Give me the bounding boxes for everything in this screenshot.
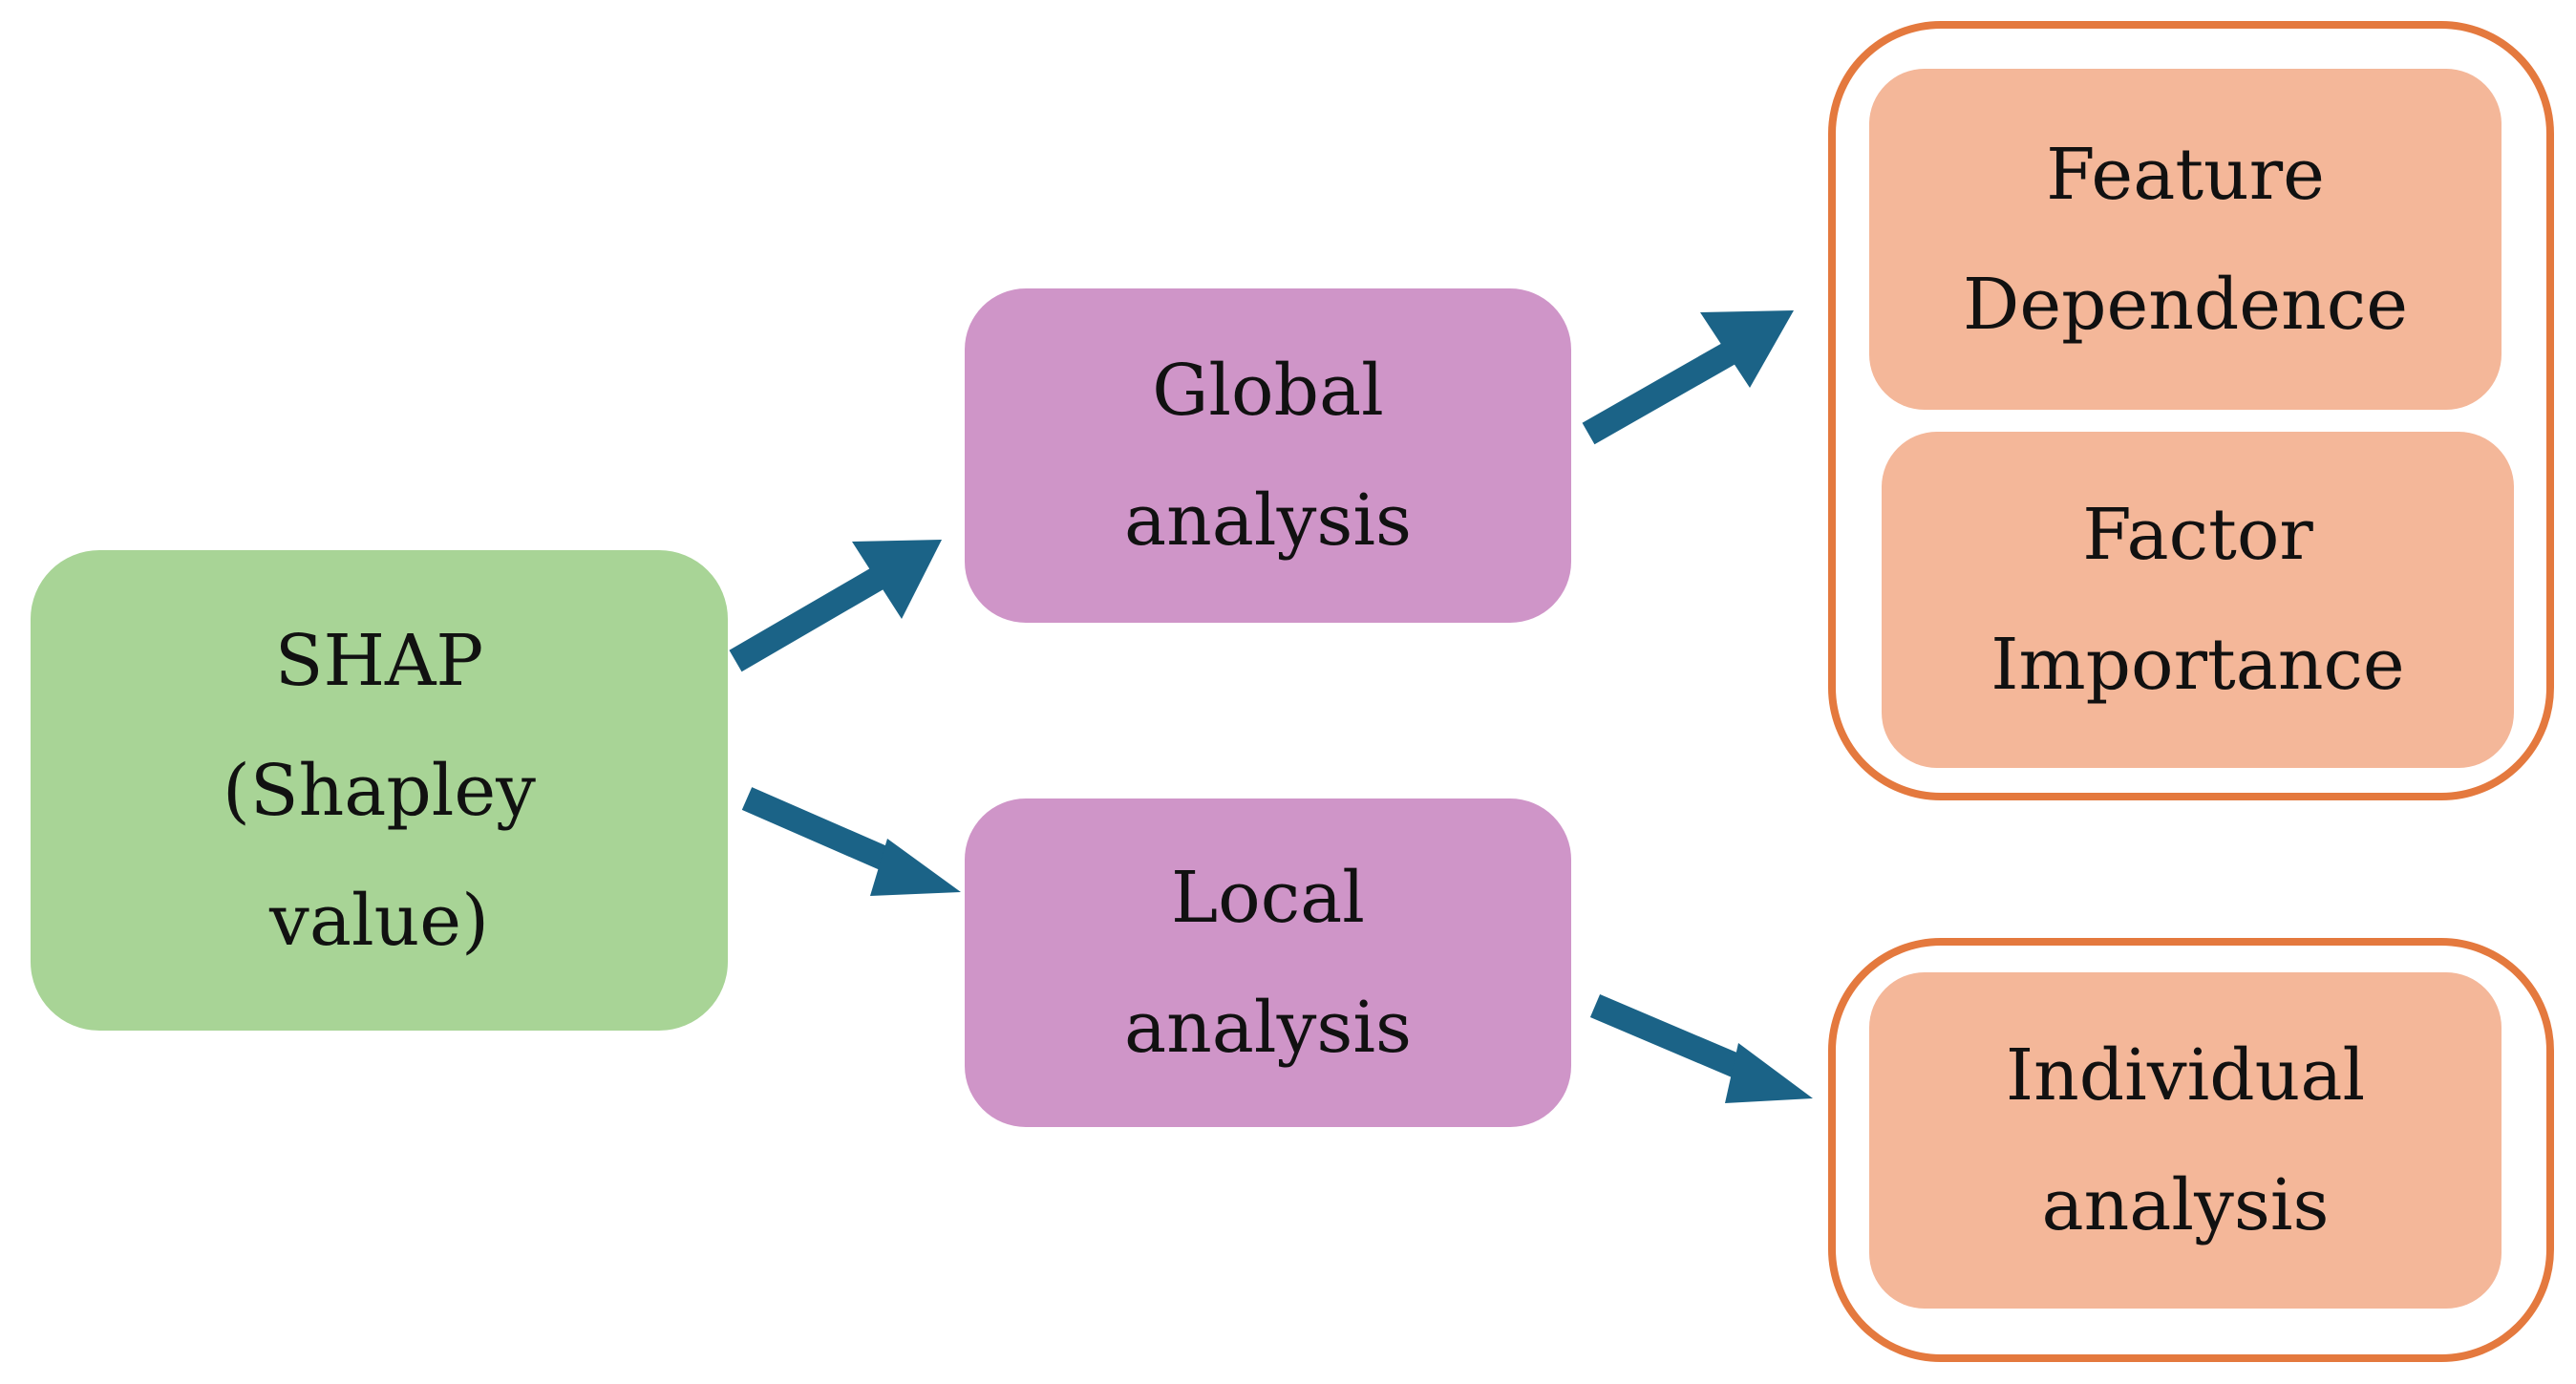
node-individual-line-2: analysis	[2041, 1164, 2330, 1246]
node-local-analysis: Local analysis	[965, 798, 1571, 1127]
arrow-shap-to-local	[741, 787, 961, 896]
node-feature-line-2: Dependence	[1962, 263, 2408, 346]
node-individual-analysis: Individual analysis	[1869, 972, 2501, 1309]
node-shap-line-3: value)	[269, 879, 489, 962]
node-feature-line-1: Feature	[2046, 133, 2325, 216]
node-feature-dependence: Feature Dependence	[1869, 69, 2501, 410]
arrow-shap-to-global	[729, 540, 942, 672]
node-shap-line-1: SHAP	[274, 619, 484, 702]
node-local-line-2: analysis	[1124, 987, 1412, 1069]
node-individual-line-1: Individual	[2005, 1034, 2366, 1117]
node-shap-line-2: (Shapley	[223, 749, 536, 832]
arrow-global-to-outcomes	[1582, 310, 1794, 445]
node-local-line-1: Local	[1171, 857, 1365, 939]
node-global-line-1: Global	[1152, 350, 1384, 432]
node-global-analysis: Global analysis	[965, 288, 1571, 623]
node-factor-line-2: Importance	[1991, 624, 2405, 706]
node-shap: SHAP (Shapley value)	[31, 550, 728, 1031]
node-global-line-2: analysis	[1124, 479, 1412, 562]
arrow-local-to-outcomes	[1589, 994, 1813, 1103]
node-factor-line-1: Factor	[2082, 494, 2313, 576]
node-factor-importance: Factor Importance	[1882, 432, 2514, 768]
